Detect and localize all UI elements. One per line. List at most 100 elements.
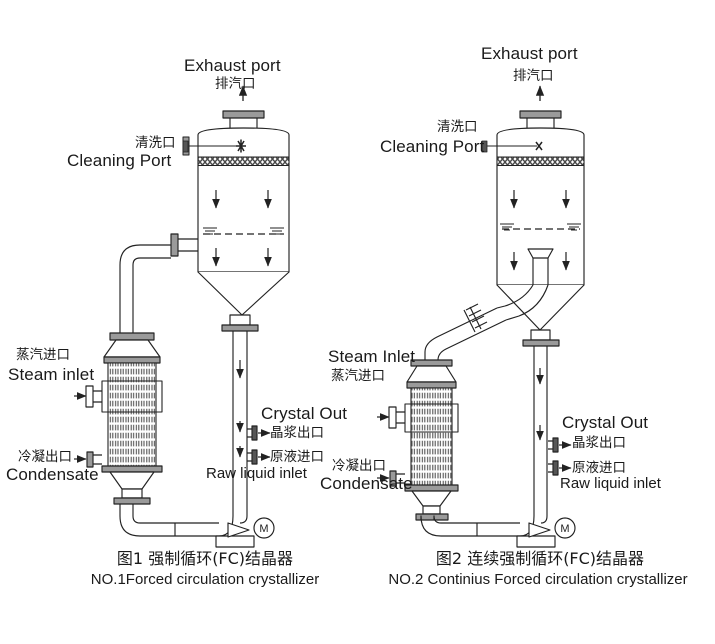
riser-pipe — [218, 331, 248, 537]
raw-inlet-flange-2 — [552, 460, 559, 476]
exchanger-upper-ring-2 — [406, 381, 457, 389]
level-marker-left-2 — [500, 223, 514, 231]
draft-tube — [532, 258, 549, 285]
exchanger-upper-ring — [103, 356, 161, 364]
level-marker-right — [270, 227, 284, 235]
label-exhaust-port-cn-right: 排汽口 — [513, 68, 554, 84]
label-crystal-out-cn-left: 晶浆出口 — [270, 425, 324, 441]
vessel-inlet-flange — [170, 233, 179, 257]
label-raw-inlet-cn-left: 原液进口 — [270, 449, 324, 465]
cone-outlet-neck-2 — [530, 329, 551, 341]
exchanger-outlet-neck — [121, 488, 143, 499]
loop-pipe-outer-2 — [420, 515, 520, 537]
raw-inlet-flange — [251, 449, 258, 465]
loop-pipe-inner-2 — [433, 515, 520, 524]
demister-pad-2 — [496, 156, 585, 166]
motor-body — [253, 517, 275, 539]
crystal-out-flange — [251, 425, 258, 441]
label-condensate-en-right: Condensate — [320, 474, 413, 493]
exchanger-outlet-neck-2 — [422, 505, 441, 515]
pump-base — [215, 535, 255, 548]
exchanger-bottom-head — [109, 471, 155, 490]
label-steam-inlet-cn-right: 蒸汽进口 — [331, 368, 385, 384]
exchanger-bottom-flange — [113, 497, 151, 505]
vessel-flow-arrows — [212, 190, 272, 267]
label-steam-inlet-en-right: Steam Inlet — [328, 347, 416, 366]
loop-pipe-inner — [132, 504, 219, 524]
steam-inlet-flange — [85, 385, 94, 408]
pump-impeller — [227, 522, 250, 538]
caption-en-left: NO.1Forced circulation crystallizer — [90, 571, 320, 588]
exchanger-top-flange-2 — [410, 359, 453, 367]
exchanger-lower-ring-2 — [404, 484, 459, 492]
draft-outlet-curve-b — [505, 284, 549, 321]
label-cleaning-port-en-right: Cleaning Port — [380, 137, 485, 156]
caption-cn-left: 图1 强制循环(FC)结晶器 — [116, 549, 294, 568]
pump-base-2 — [516, 535, 556, 548]
demister-pad — [197, 156, 290, 166]
label-steam-inlet-cn-left: 蒸汽进口 — [16, 347, 70, 363]
label-exhaust-port-en-right: Exhaust port — [481, 44, 578, 63]
label-steam-inlet-en-left: Steam inlet — [8, 365, 95, 384]
label-exhaust-port-en-left: Exhaust port — [184, 56, 281, 75]
steam-inlet-nozzle-2 — [395, 411, 405, 424]
vessel-side-inlet — [176, 238, 198, 252]
cleaning-port-flange — [182, 140, 189, 153]
label-raw-inlet-en-right: Raw liquid inlet — [560, 475, 661, 492]
exchanger-top-head — [103, 339, 161, 358]
label-condensate-cn-left: 冷凝出口 — [18, 449, 72, 465]
exchanger-top-head-2 — [406, 365, 457, 383]
draft-outlet-curve-a — [496, 284, 534, 309]
caption-en-right: NO.2 Continius Forced circulation crysta… — [388, 571, 688, 588]
motor-body-2 — [554, 517, 576, 539]
label-crystal-out-en-right: Crystal Out — [562, 413, 649, 432]
return-pipe-inner — [132, 257, 171, 333]
vessel-flow-arrows-2 — [510, 190, 570, 271]
label-exhaust-port-cn-left: 排汽口 — [215, 76, 256, 92]
exchanger-steam-chest-2 — [404, 403, 459, 433]
exhaust-flange — [222, 110, 265, 119]
incline-pipe-inner — [437, 319, 507, 361]
condensate-nozzle-2 — [395, 473, 405, 484]
vessel-shell — [197, 157, 290, 273]
incline-pipe-flange — [463, 303, 488, 333]
return-pipe-outer — [119, 244, 171, 333]
label-crystal-out-cn-right: 晶浆出口 — [572, 435, 626, 451]
vessel-cone-2 — [496, 284, 585, 331]
label-raw-inlet-en-left: Raw liquid inlet — [206, 465, 307, 482]
spray-nozzle-icon-2 — [535, 141, 543, 151]
label-cleaning-port-cn-right: 清洗口 — [437, 119, 478, 135]
level-marker-left — [203, 227, 217, 235]
left-crystallizer-assembly — [74, 85, 290, 548]
condensate-nozzle — [92, 454, 102, 465]
vessel-shell-2 — [496, 157, 585, 286]
cleaning-port-flange-2 — [481, 140, 488, 153]
pump-impeller-2 — [528, 522, 551, 538]
exchanger-bottom-head-2 — [411, 490, 452, 507]
level-marker-right-2 — [567, 223, 581, 231]
loop-pipe-outer — [119, 504, 219, 537]
condensate-flange — [86, 451, 94, 468]
cone-outlet-flange — [221, 324, 259, 332]
vessel-cone — [197, 271, 290, 316]
label-condensate-cn-right: 冷凝出口 — [332, 458, 386, 474]
exhaust-flange-2 — [519, 110, 562, 119]
motor-letter-left: M — [259, 523, 268, 535]
label-cleaning-port-en-left: Cleaning Port — [67, 151, 172, 170]
exchanger-tube-bundle-2 — [410, 387, 453, 486]
label-cleaning-port-cn-left: 清洗口 — [135, 135, 176, 151]
draft-tube-funnel — [527, 248, 554, 259]
motor-letter-right: M — [560, 523, 569, 535]
incline-pipe-outer — [424, 307, 498, 360]
label-crystal-out-en-left: Crystal Out — [261, 404, 348, 423]
cone-outlet-neck — [229, 314, 251, 326]
steam-inlet-nozzle — [92, 390, 102, 403]
label-condensate-en-left: Condensate — [6, 465, 99, 484]
crystal-out-flange-2 — [552, 437, 559, 453]
exchanger-tube-bundle — [107, 362, 157, 467]
steam-inlet-flange-2 — [388, 406, 397, 429]
condensate-flange-2 — [389, 470, 397, 487]
vessel-dome-2 — [496, 127, 585, 157]
